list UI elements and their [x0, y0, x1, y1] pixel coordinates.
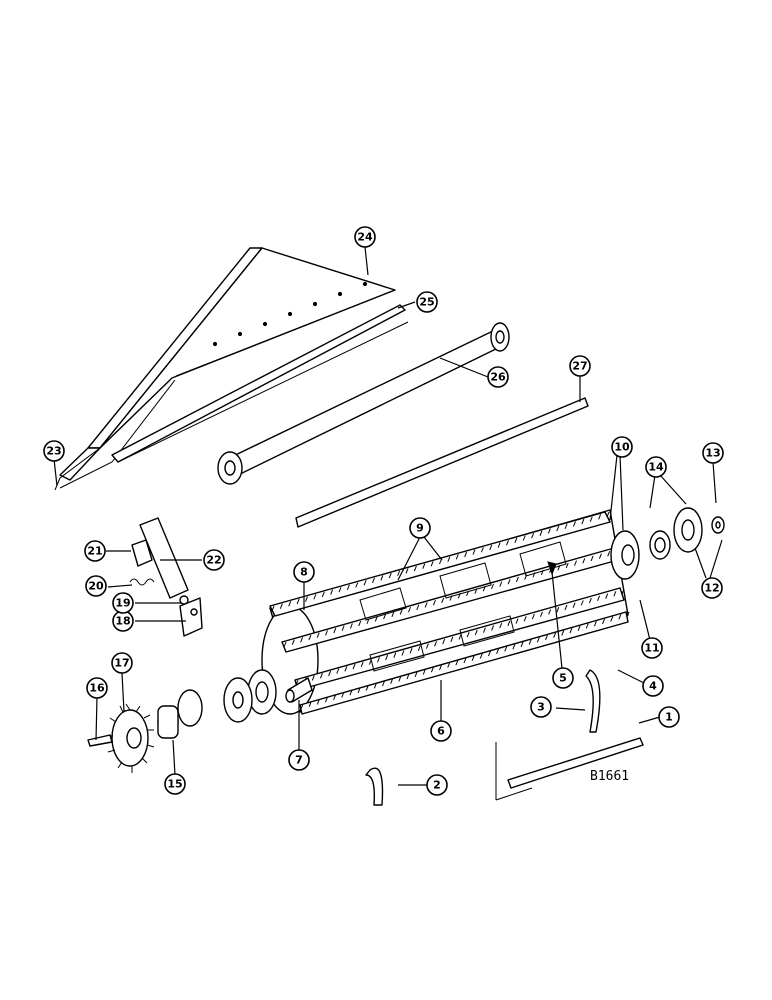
- part-26-tube: [217, 322, 510, 485]
- callout-27: 27: [569, 355, 591, 377]
- part-17-sprocket: [106, 703, 155, 773]
- callout-2: 2: [426, 774, 448, 796]
- svg-text:24: 24: [357, 231, 373, 244]
- svg-text:14: 14: [648, 461, 664, 474]
- callout-21: 21: [84, 540, 106, 562]
- callout-12: 12: [701, 577, 723, 599]
- svg-text:1: 1: [665, 711, 673, 724]
- callout-23: 23: [43, 440, 65, 462]
- callout-15: 15: [164, 773, 186, 795]
- part-27-bar: [295, 397, 589, 528]
- svg-text:16: 16: [89, 682, 105, 695]
- part-25-strip: [111, 304, 409, 463]
- leader-lines: [53, 246, 723, 786]
- svg-text:3: 3: [537, 701, 545, 714]
- callout-13: 13: [702, 442, 724, 464]
- callout-3: 3: [530, 696, 552, 718]
- svg-text:21: 21: [87, 545, 102, 558]
- callout-24: 24: [354, 226, 376, 248]
- part-3-segment: [585, 669, 601, 733]
- callout-5: 5: [552, 667, 574, 689]
- part-2-segment: [365, 767, 384, 806]
- drawing-code: B1661: [590, 769, 629, 784]
- callout-16: 16: [86, 677, 108, 699]
- svg-text:11: 11: [644, 642, 659, 655]
- svg-text:12: 12: [704, 582, 719, 595]
- svg-text:4: 4: [649, 680, 657, 693]
- svg-text:27: 27: [572, 360, 587, 373]
- svg-text:19: 19: [115, 597, 130, 610]
- callout-8: 8: [293, 561, 315, 583]
- callout-4: 4: [642, 675, 664, 697]
- callout-20: 20: [85, 575, 107, 597]
- callout-18: 18: [112, 610, 134, 632]
- svg-text:5: 5: [559, 672, 567, 685]
- svg-text:25: 25: [419, 296, 434, 309]
- callout-10: 10: [611, 436, 633, 458]
- svg-text:9: 9: [416, 522, 424, 535]
- callout-19: 19: [112, 592, 134, 614]
- svg-text:13: 13: [705, 447, 720, 460]
- svg-text:20: 20: [88, 580, 104, 593]
- callout-6: 6: [430, 720, 452, 742]
- callout-7: 7: [288, 749, 310, 771]
- svg-text:23: 23: [46, 445, 61, 458]
- callout-22: 22: [203, 549, 225, 571]
- svg-text:7: 7: [295, 754, 303, 767]
- svg-text:26: 26: [490, 371, 506, 384]
- right-end-parts: [649, 507, 725, 560]
- callout-25: 25: [416, 291, 438, 313]
- svg-text:18: 18: [115, 615, 130, 628]
- callout-17: 17: [111, 652, 133, 674]
- callout-1: 1: [658, 706, 680, 728]
- left-bearing-parts: [157, 669, 277, 739]
- part-16-key: [87, 734, 113, 747]
- svg-text:6: 6: [437, 725, 445, 738]
- callout-14: 14: [645, 456, 667, 478]
- svg-text:15: 15: [167, 778, 182, 791]
- part-1-shaft: [495, 737, 644, 801]
- cylinder-assembly: [261, 509, 640, 715]
- part-24-trough: [54, 247, 396, 491]
- svg-text:10: 10: [614, 441, 630, 454]
- svg-text:17: 17: [114, 657, 129, 670]
- svg-text:2: 2: [433, 779, 441, 792]
- svg-text:8: 8: [300, 566, 308, 579]
- bracket-parts: [129, 517, 203, 637]
- callout-9: 9: [409, 517, 431, 539]
- svg-text:22: 22: [206, 554, 221, 567]
- callout-11: 11: [641, 637, 663, 659]
- callout-26: 26: [487, 366, 509, 388]
